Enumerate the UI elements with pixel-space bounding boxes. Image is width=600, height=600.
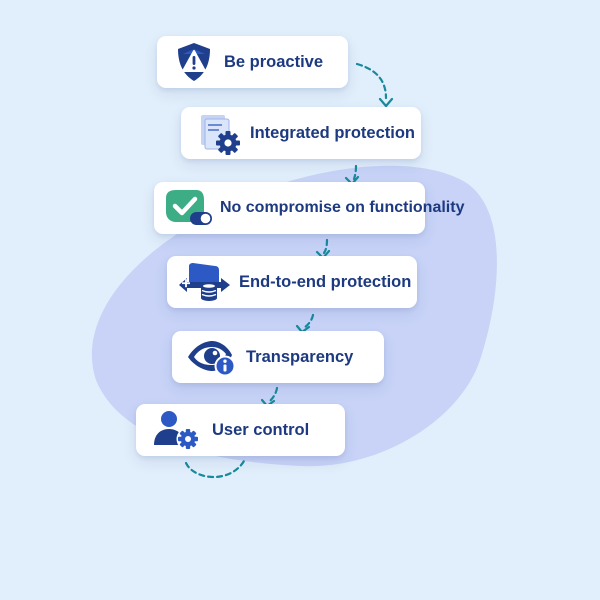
step-card-transparency: Transparency (172, 331, 384, 383)
eye-info-icon (186, 335, 238, 379)
step-label: Be proactive (224, 52, 324, 71)
user-gear-icon (152, 408, 204, 452)
step-card-no-compromise: No compromise on functionality (154, 182, 464, 234)
shield-warning-icon (172, 40, 216, 84)
step-card-be-proactive: Be proactive (157, 36, 348, 88)
arrow-database-icon (177, 260, 233, 304)
step-card-integrated-protection: Integrated protection (181, 107, 421, 159)
step-label: User control (212, 420, 310, 439)
step-label: No compromise on functionality (220, 199, 465, 216)
document-gear-icon (198, 111, 242, 155)
step-label: End-to-end protection (239, 272, 412, 291)
step-label: Transparency (246, 347, 354, 366)
check-toggle-icon (162, 186, 216, 230)
step-label: Integrated protection (250, 123, 416, 142)
step-card-end-to-end: End-to-end protection (167, 256, 417, 308)
step-card-user-control: User control (136, 404, 345, 456)
